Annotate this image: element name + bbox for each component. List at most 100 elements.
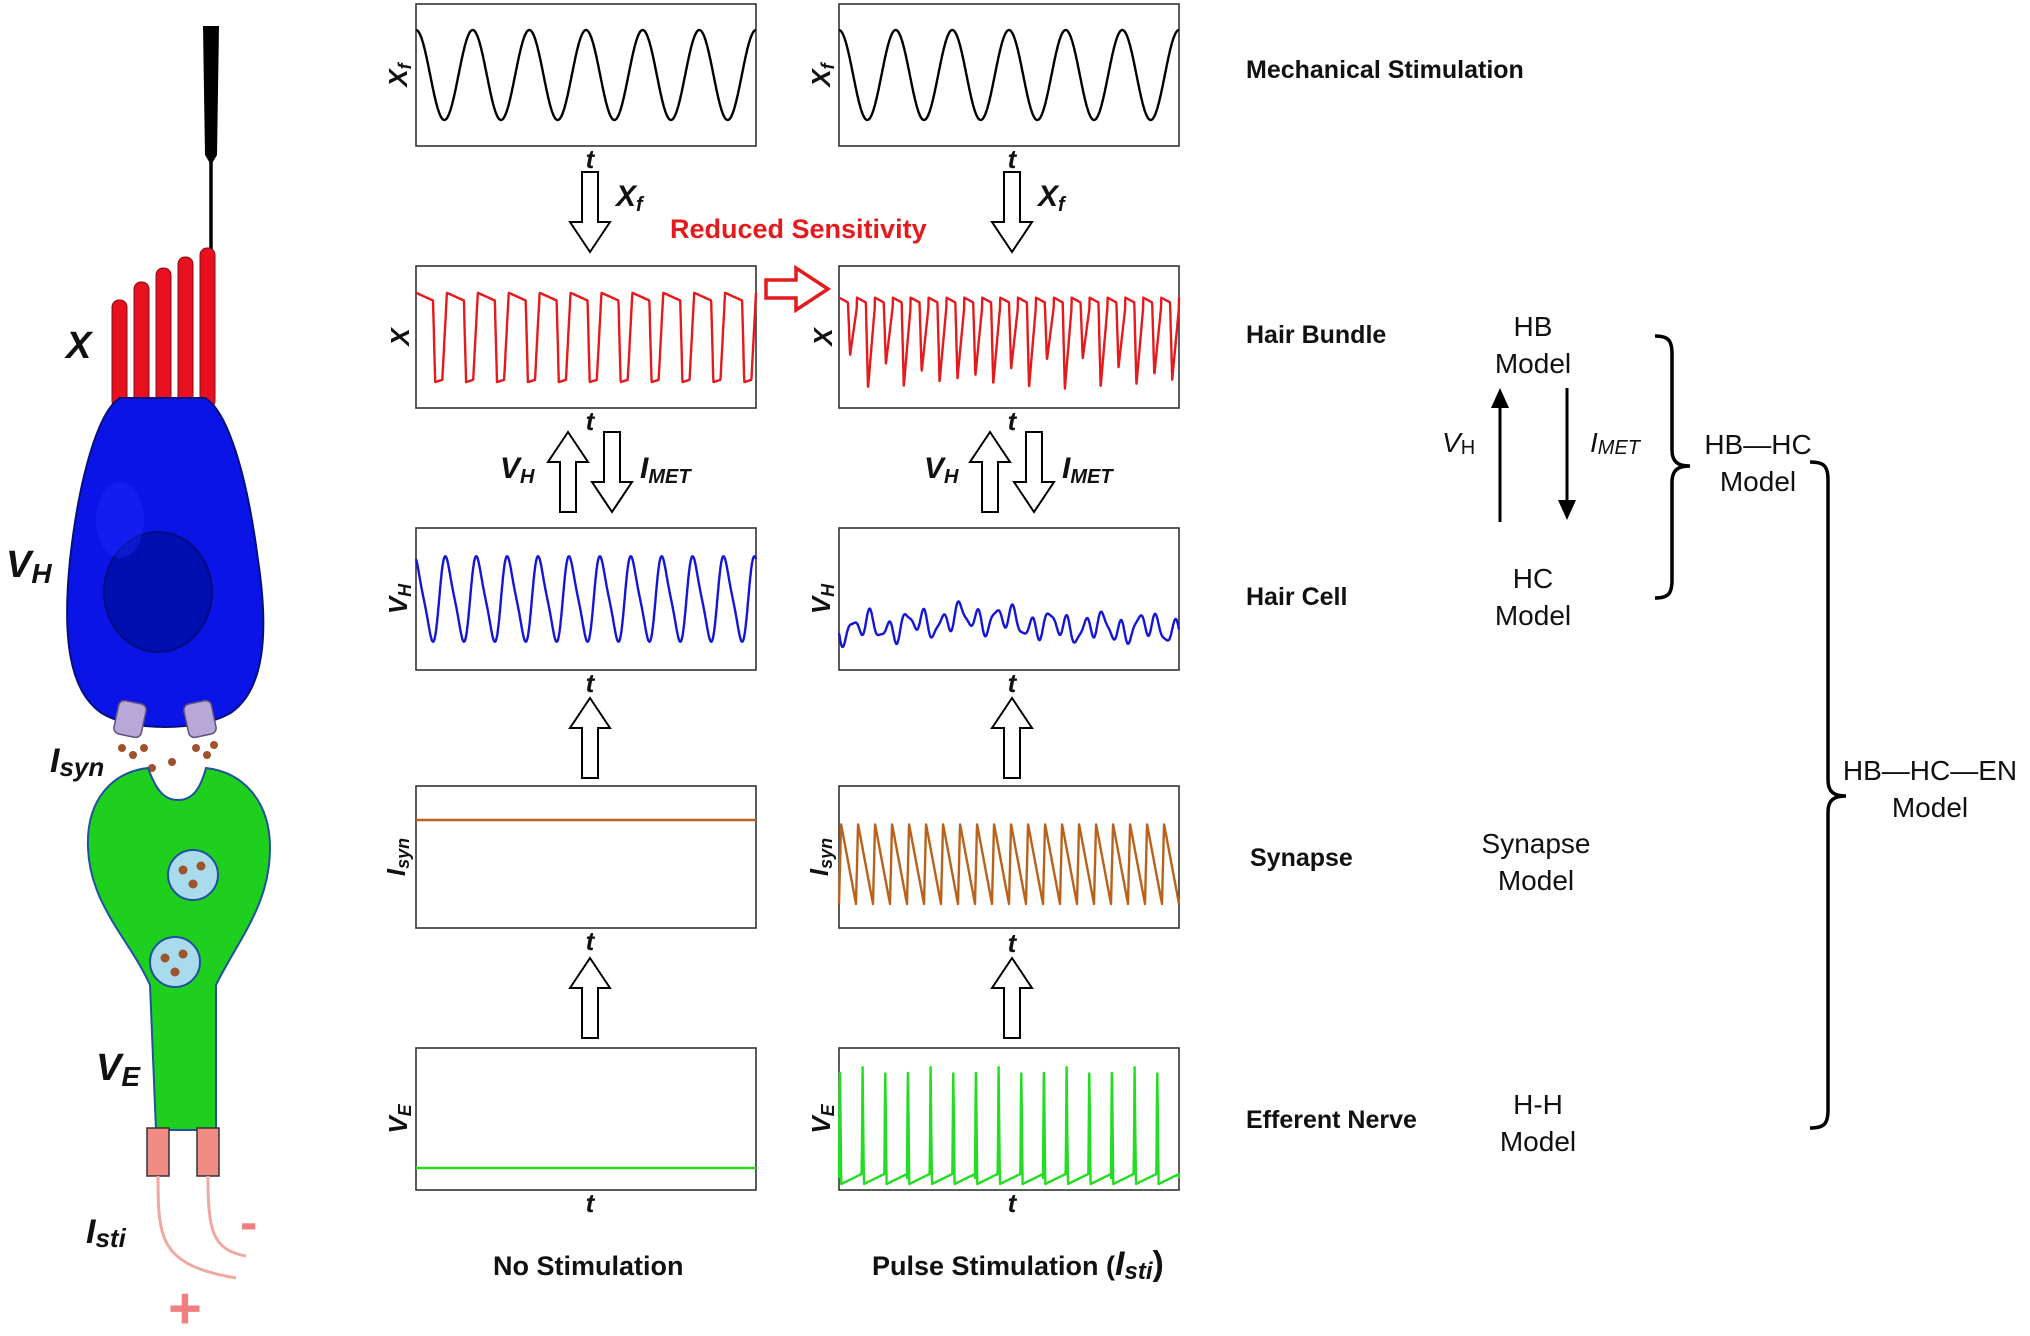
kinocilium-tip <box>203 26 219 165</box>
minus-sign: - <box>240 1194 257 1252</box>
column-title-right: Pulse Stimulation (Isti) <box>872 1245 1164 1285</box>
t-label: t <box>1008 928 1018 958</box>
label-ve: VE <box>96 1047 141 1092</box>
arrow-label-imet: IMET <box>640 452 692 488</box>
model-hbhc: Model <box>1720 466 1796 497</box>
row-label-mechanical: Mechanical Stimulation <box>1246 56 1524 84</box>
panel-ve-right <box>837 1047 1181 1191</box>
model-labels: HB Model HC Model Synapse Model H-H Mode… <box>1482 311 2018 1157</box>
ylabel-ve: VE <box>806 1103 838 1133</box>
plus-sign: + <box>168 1276 202 1336</box>
trace-mechanical-left <box>415 28 757 122</box>
flow-arrows <box>546 171 1056 1039</box>
stereocilia <box>111 247 216 409</box>
label-isti: Isti <box>86 1213 127 1253</box>
label-x: X <box>64 325 94 367</box>
panel-isyn-left <box>415 785 757 929</box>
column-title-left: No Stimulation <box>493 1251 684 1281</box>
model-hbhc: HB—HC <box>1704 429 1811 460</box>
ion-channels <box>113 699 217 739</box>
arrow-down <box>990 171 1034 254</box>
label-vh: VH <box>6 544 52 589</box>
t-label: t <box>586 144 596 174</box>
ylabel-isyn: Isyn <box>381 838 413 876</box>
vesicle <box>167 849 219 901</box>
ylabel-x: X <box>808 327 838 348</box>
trace-hair-cell-right <box>837 600 1181 649</box>
trace-efferent-right <box>837 1066 1181 1186</box>
model-hc: Model <box>1495 600 1571 631</box>
trace-hair-bundle-right <box>838 296 1181 390</box>
model-hh: H-H <box>1513 1089 1563 1120</box>
model-hc: HC <box>1513 563 1553 594</box>
arrow-up <box>568 956 612 1039</box>
model-imet-label: IMET <box>1590 427 1642 459</box>
arrow-up <box>546 430 590 513</box>
model-synapse: Model <box>1498 865 1574 896</box>
arrow-labels: Xf Xf VH IMET VH IMET <box>500 180 1114 488</box>
row-labels: Mechanical Stimulation Hair Bundle Hair … <box>1246 56 1524 1134</box>
arrow-label-xf: Xf <box>1036 180 1067 216</box>
model-hb: Model <box>1495 348 1571 379</box>
panel-xf-right <box>838 3 1180 147</box>
panel-x-left <box>415 265 758 409</box>
brace-hbhcen <box>1809 460 1847 1130</box>
panel-isyn-right <box>837 785 1181 929</box>
t-label: t <box>1008 1188 1018 1218</box>
trace-mechanical-right <box>838 28 1180 122</box>
ylabel-vh: VH <box>806 583 838 614</box>
arrow-up <box>568 696 612 779</box>
panel-x-right <box>838 265 1181 409</box>
hair-cell-illustration: X VH Isyn VE Isti - + <box>6 26 272 1336</box>
arrow-label-xf: Xf <box>614 180 645 216</box>
neurotransmitter-dots <box>118 741 218 772</box>
arrow-down <box>590 431 634 514</box>
panel-vh-left <box>414 527 758 671</box>
arrow-up <box>968 430 1012 513</box>
arrow-label-vh: VH <box>924 452 959 488</box>
brace-hbhc <box>1654 334 1691 600</box>
model-synapse: Synapse <box>1482 828 1591 859</box>
t-label: t <box>586 406 596 436</box>
electrode-wire <box>206 1175 247 1258</box>
ylabel-xf: Xf <box>806 61 838 88</box>
t-label: t <box>1008 668 1018 698</box>
model-hbhcen: HB—HC—EN <box>1843 755 2017 786</box>
ylabel-isyn: Isyn <box>804 838 836 876</box>
vesicle <box>149 936 201 988</box>
reduced-sensitivity-label: Reduced Sensitivity <box>670 214 927 244</box>
ylabel-xf: Xf <box>383 61 415 88</box>
t-label: t <box>586 926 596 956</box>
t-label: t <box>586 668 596 698</box>
reduced-sensitivity-arrow <box>764 264 832 314</box>
arrow-label-imet: IMET <box>1062 452 1114 488</box>
row-label-synapse: Synapse <box>1250 844 1353 872</box>
t-label: t <box>1008 144 1018 174</box>
arrow-down <box>568 171 612 254</box>
model-coupling-arrows <box>1491 388 1576 522</box>
model-hb: HB <box>1514 311 1553 342</box>
row-label-hair-cell: Hair Cell <box>1246 583 1347 611</box>
nucleus <box>103 531 213 653</box>
t-label: t <box>1008 406 1018 436</box>
ylabel-ve: VE <box>383 1103 415 1133</box>
trace-synapse-right <box>837 823 1181 906</box>
panel-vh-right <box>837 527 1181 671</box>
model-hh: Model <box>1500 1126 1576 1157</box>
arrow-up <box>990 696 1034 779</box>
model-vh-label: VH <box>1442 427 1475 459</box>
trace-hair-bundle-left <box>415 291 758 384</box>
arrow-label-vh: VH <box>500 452 535 488</box>
t-axis-labels: t t t t t t t t t t <box>586 144 1018 1218</box>
row-label-hair-bundle: Hair Bundle <box>1246 321 1386 349</box>
ylabel-x: X <box>385 327 415 348</box>
row-label-efferent: Efferent Nerve <box>1246 1106 1417 1134</box>
trace-hair-cell-left <box>414 555 758 643</box>
arrow-up <box>990 956 1034 1039</box>
label-isyn: Isyn <box>50 742 104 782</box>
electrode <box>146 1127 170 1177</box>
arrow-down <box>1012 431 1056 514</box>
model-hbhcen: Model <box>1892 792 1968 823</box>
panel-ve-left <box>415 1047 757 1191</box>
